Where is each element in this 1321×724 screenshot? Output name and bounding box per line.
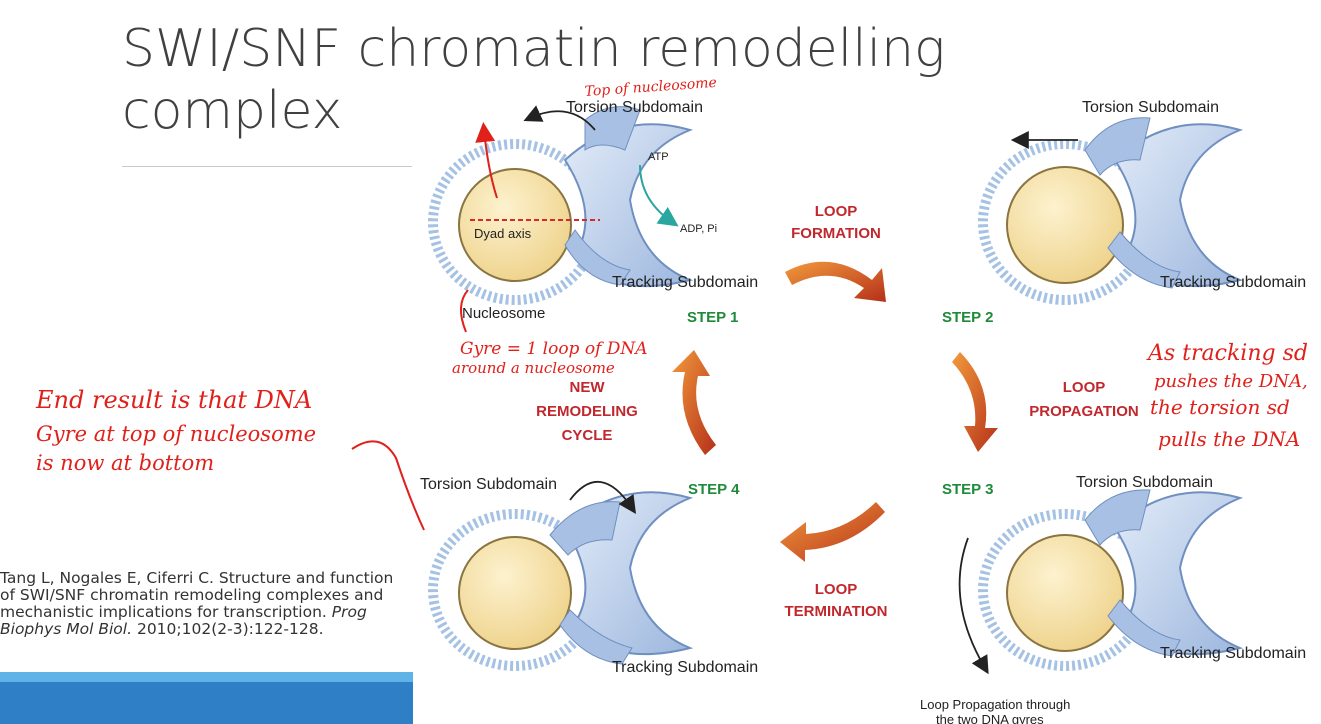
loop-propagation-label-2: PROPAGATION (1029, 403, 1138, 420)
torsion-label-2: Torsion Subdomain (1082, 99, 1219, 116)
torsion-return-arrow (569, 481, 636, 514)
annotation-end-line-2: Gyre at top of nucleosome (36, 422, 316, 446)
annotation-top-of-nucleosome: Top of nucleosome (584, 75, 717, 100)
citation-text: Tang L, Nogales E, Ciferri C. Structure … (0, 569, 394, 621)
new-cycle-label-2: REMODELING (536, 403, 638, 420)
loop-propagation-label-1: LOOP (1063, 379, 1106, 396)
step-4-label: STEP 4 (688, 481, 740, 498)
loop-propagation-arrow (952, 352, 998, 452)
annotation-gyre-line-2: around a nucleosome (452, 359, 615, 377)
tracking-label-3: Tracking Subdomain (1160, 645, 1306, 662)
adp-label: ADP, Pi (680, 223, 717, 235)
annotation-tracking-line-3: the torsion sd (1150, 395, 1290, 419)
panel-step-1: Torsion Subdomain ATP ADP, Pi Dyad axis … (428, 99, 758, 326)
footer-bar (0, 682, 413, 724)
tracking-label-1: Tracking Subdomain (612, 274, 758, 291)
tracking-label-2: Tracking Subdomain (1160, 274, 1306, 291)
annotation-end-pointer (351, 440, 425, 531)
panel-step-3: Torsion Subdomain Tracking Subdomain STE… (920, 474, 1306, 724)
panel-step-2: Torsion Subdomain Tracking Subdomain STE… (942, 99, 1306, 326)
gyre-propagation-arrow (958, 537, 989, 675)
tracking-label-4: Tracking Subdomain (612, 659, 758, 676)
title-divider (122, 166, 412, 167)
loop-termination-label-1: LOOP (815, 581, 858, 598)
nucleosome-core (1006, 534, 1124, 652)
nucleosome-label: Nucleosome (462, 305, 545, 322)
nucleosome-core (458, 536, 572, 650)
annotation-tracking-line-1: As tracking sd (1146, 341, 1308, 366)
loop-termination-label-2: TERMINATION (784, 603, 887, 620)
torsion-lobe (1084, 117, 1151, 176)
tracking-lobe (1107, 231, 1181, 289)
nucleosome-core (458, 168, 572, 282)
annotation-end-line-3: is now at bottom (36, 451, 214, 475)
annotation-tracking-line-4: pulls the DNA (1158, 427, 1300, 451)
annotation-tracking-line-2: pushes the DNA, (1154, 371, 1308, 392)
torsion-label-1: Torsion Subdomain (566, 99, 703, 116)
new-cycle-label-1: NEW (570, 379, 606, 396)
torsion-label-4: Torsion Subdomain (420, 476, 557, 493)
nucleosome-core (1006, 166, 1124, 284)
tracking-lobe (559, 609, 633, 665)
loop-formation-label-2: FORMATION (791, 225, 881, 242)
annotation-gyre-line-1: Gyre = 1 loop of DNA (460, 339, 648, 359)
new-cycle-arrow (672, 350, 716, 455)
tracking-lobe (564, 229, 631, 286)
torsion-lobe (584, 106, 641, 151)
title-line-2: complex (122, 81, 343, 141)
panel-step-4: Torsion Subdomain Tracking Subdomain STE… (420, 476, 758, 676)
step-3-label: STEP 3 (942, 481, 993, 498)
atp-label: ATP (648, 151, 669, 163)
torsion-rotation-arrow (523, 105, 596, 131)
citation-year: 2010;102(2-3):122-128. (136, 620, 324, 638)
annotation-top-arrow (475, 122, 498, 199)
propagation-note-2: the two DNA gyres (936, 712, 1044, 724)
step-1-label: STEP 1 (687, 309, 738, 326)
new-cycle-label-3: CYCLE (562, 427, 613, 444)
torsion-lobe (1084, 489, 1151, 546)
torsion-label-3: Torsion Subdomain (1076, 474, 1213, 491)
annotation-end-line-1: End result is that DNA (35, 386, 312, 414)
tracking-lobe (1107, 599, 1181, 657)
dyad-label: Dyad axis (474, 226, 532, 241)
citation-journal: Prog Biophys Mol Biol. (0, 603, 367, 638)
citation: Tang L, Nogales E, Ciferri C. Structure … (0, 570, 410, 638)
loop-termination-arrow (780, 502, 885, 562)
slide-title: SWI/SNF chromatin remodelling complex (122, 18, 1002, 142)
loop-formation-arrow (785, 261, 886, 302)
step-2-label: STEP 2 (942, 309, 993, 326)
footer-accent-stripe (0, 672, 413, 682)
propagation-note-1: Loop Propagation through (920, 697, 1070, 712)
loop-formation-label-1: LOOP (815, 203, 858, 220)
title-line-1: SWI/SNF chromatin remodelling (122, 19, 946, 79)
atp-hydrolysis-arrow (639, 164, 679, 227)
annotation-gyre-bracket (460, 289, 469, 333)
